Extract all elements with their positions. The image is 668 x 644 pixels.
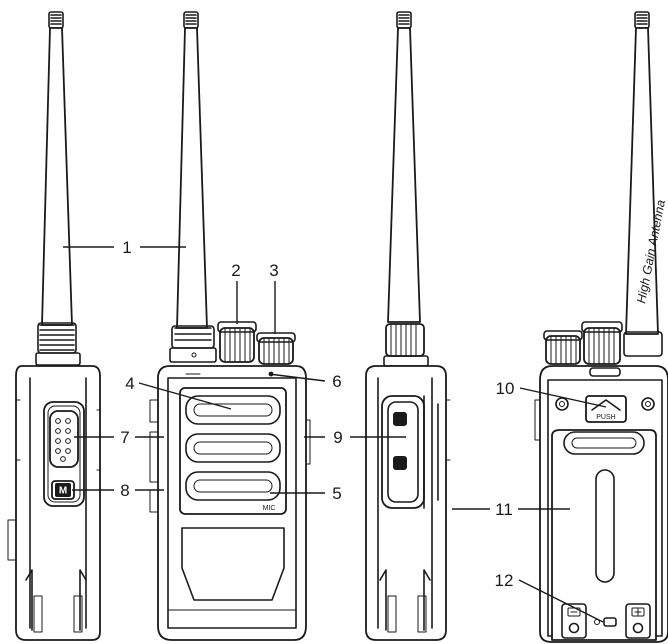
volume-knob-back [581, 321, 623, 365]
callout-8: 8 [120, 481, 129, 500]
microphone-marking: MIC [263, 505, 276, 512]
back-view: High Gain Antenna PUSH [534, 11, 668, 643]
callout-1: 1 [122, 238, 131, 257]
callout-10: 10 [496, 379, 515, 398]
leader-12 [518, 579, 604, 623]
m-key-label: M [59, 486, 67, 497]
leader-10 [519, 387, 607, 408]
speaker-grille [179, 387, 287, 515]
callout-5: 5 [332, 484, 341, 503]
m-key-button: M [51, 480, 75, 500]
channel-knob-front [217, 321, 257, 363]
channel-knob-back [543, 330, 583, 365]
callout-7: 7 [120, 428, 129, 447]
callout-3: 3 [269, 261, 278, 280]
mic-label: MIC [263, 505, 276, 512]
leader-6 [268, 373, 326, 382]
callout-2: 2 [231, 261, 240, 280]
antenna-right-view [383, 11, 429, 367]
callout-12: 12 [495, 571, 514, 590]
leader-4 [138, 382, 232, 410]
side-keys-panel [381, 395, 439, 509]
antenna-back-view: High Gain Antenna [623, 11, 668, 357]
antenna-left-view [35, 11, 81, 366]
volume-knob-front [256, 332, 296, 365]
left-side-view: M [7, 11, 101, 641]
callout-labels: 1 2 3 4 5 6 7 8 9 10 11 12 [120, 238, 514, 590]
front-view: MIC [149, 11, 311, 641]
callout-4: 4 [125, 374, 134, 393]
callout-9: 9 [333, 428, 342, 447]
battery-latch: PUSH [555, 395, 655, 423]
callout-11: 11 [495, 500, 513, 519]
push-label: PUSH [596, 414, 615, 421]
antenna-front-view [169, 11, 217, 363]
leader-lines [63, 246, 607, 623]
belt-clip [551, 429, 657, 641]
front-lower-panel [167, 527, 297, 611]
right-side-view [365, 11, 451, 641]
callout-6: 6 [332, 372, 341, 391]
accessory-jack-connector [49, 410, 79, 468]
